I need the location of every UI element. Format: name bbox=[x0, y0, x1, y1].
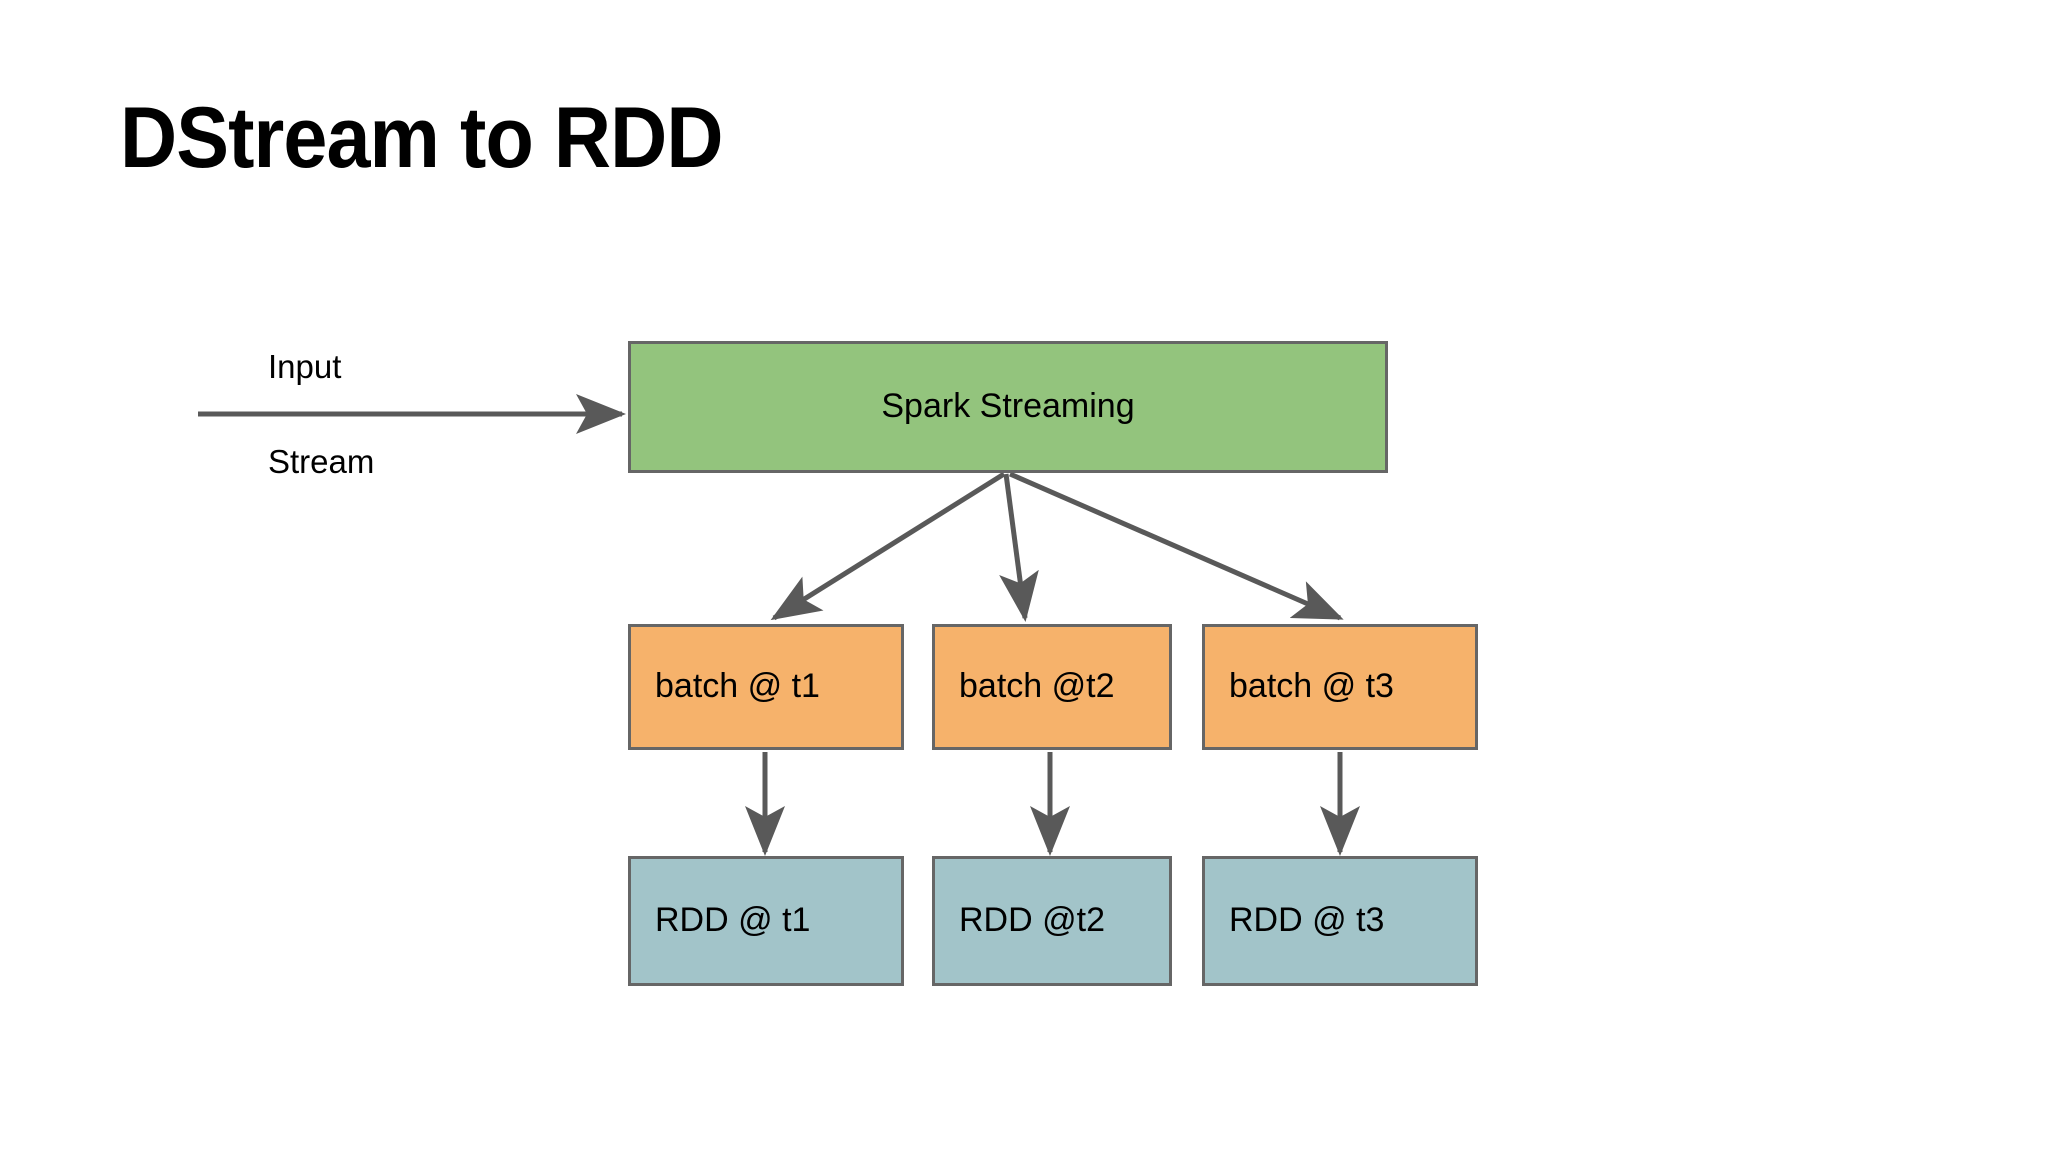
edge-engine-to-batch-3 bbox=[1009, 471, 1344, 621]
node-batch-t2[interactable]: batch @t2 bbox=[932, 624, 1172, 750]
node-rdd-t3-label: RDD @ t3 bbox=[1229, 901, 1385, 940]
node-spark-streaming[interactable]: Spark Streaming bbox=[628, 341, 1388, 473]
node-batch-t1-label: batch @ t1 bbox=[655, 667, 820, 706]
node-rdd-t2[interactable]: RDD @t2 bbox=[932, 856, 1172, 986]
node-rdd-t2-label: RDD @t2 bbox=[959, 901, 1105, 940]
node-batch-t3[interactable]: batch @ t3 bbox=[1202, 624, 1478, 750]
edge-engine-to-batch-1 bbox=[770, 471, 1006, 621]
node-batch-t2-label: batch @t2 bbox=[959, 667, 1115, 706]
node-batch-t3-label: batch @ t3 bbox=[1229, 667, 1394, 706]
node-rdd-t3[interactable]: RDD @ t3 bbox=[1202, 856, 1478, 986]
input-stream-label-line2: Stream bbox=[268, 443, 375, 480]
node-rdd-t1-label: RDD @ t1 bbox=[655, 901, 811, 940]
node-batch-t1[interactable]: batch @ t1 bbox=[628, 624, 904, 750]
page-title: DStream to RDD bbox=[120, 90, 724, 186]
node-spark-streaming-label: Spark Streaming bbox=[881, 387, 1135, 426]
node-rdd-t1[interactable]: RDD @ t1 bbox=[628, 856, 904, 986]
input-stream-label-line1: Input bbox=[268, 348, 342, 385]
edge-engine-to-batch-2 bbox=[999, 473, 1039, 622]
